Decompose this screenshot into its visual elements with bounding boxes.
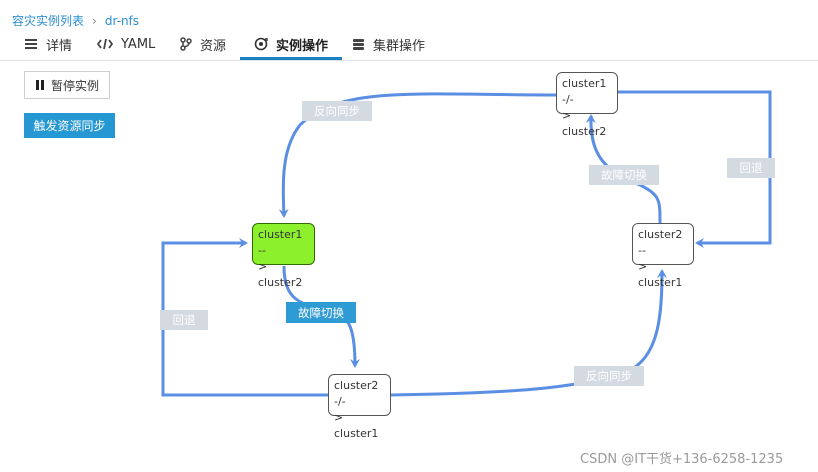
branch-icon [180,37,192,51]
breadcrumb: 容灾实例列表 › dr-nfs [12,12,139,29]
tab-details[interactable]: 详情 [24,30,72,58]
node-cluster1-active[interactable]: cluster1 -- > cluster2 [252,223,315,289]
edge-label-rollback-right[interactable]: 回退 [727,158,775,178]
pause-icon [35,80,44,90]
tab-resources[interactable]: 资源 [180,30,226,58]
list-icon [25,39,37,49]
watermark: CSDN @IT干货+136-6258-1235 [580,452,784,467]
tab-yaml[interactable]: YAML [97,30,155,58]
pause-instance-button[interactable]: 暂停实例 [24,71,110,99]
edge-label-reverse-sync-top[interactable]: 反向同步 [302,101,372,121]
edge-label-reverse-sync-bottom[interactable]: 反向同步 [574,366,644,386]
tab-label: 资源 [200,38,227,54]
database-icon [353,38,364,50]
tab-cluster-operations[interactable]: 集群操作 [352,30,425,58]
tab-label: YAML [121,36,156,52]
pause-label: 暂停实例 [50,78,99,93]
header: 容灾实例列表 › dr-nfs 详情 YAML 资源 实例操作 集群操作 [0,0,818,61]
node-cluster2-paused[interactable]: cluster2 -/- > cluster1 [328,374,391,440]
content-area [12,61,818,472]
node-cluster1-paused[interactable]: cluster1 -/- > cluster2 [556,72,618,138]
breadcrumb-root-link[interactable]: 容灾实例列表 [12,14,85,28]
tab-label: 详情 [46,38,73,54]
tab-label: 集群操作 [373,38,426,54]
edge-label-rollback-left[interactable]: 回退 [160,310,208,330]
sync-gear-icon [254,37,268,51]
breadcrumb-current-link[interactable]: dr-nfs [104,13,140,28]
edge-label-failover-center[interactable]: 故障切换 [286,302,356,323]
tab-bar: 详情 YAML 资源 实例操作 集群操作 [0,30,818,61]
chevron-right-icon: › [92,13,97,28]
code-icon [97,38,113,50]
node-cluster2-active[interactable]: cluster2 -- > cluster1 [632,223,694,289]
tab-instance-operations[interactable]: 实例操作 [239,30,343,60]
edge-label-failover-right[interactable]: 故障切换 [589,165,659,185]
tab-label: 实例操作 [276,38,329,54]
trigger-sync-button[interactable]: 触发资源同步 [24,113,115,138]
